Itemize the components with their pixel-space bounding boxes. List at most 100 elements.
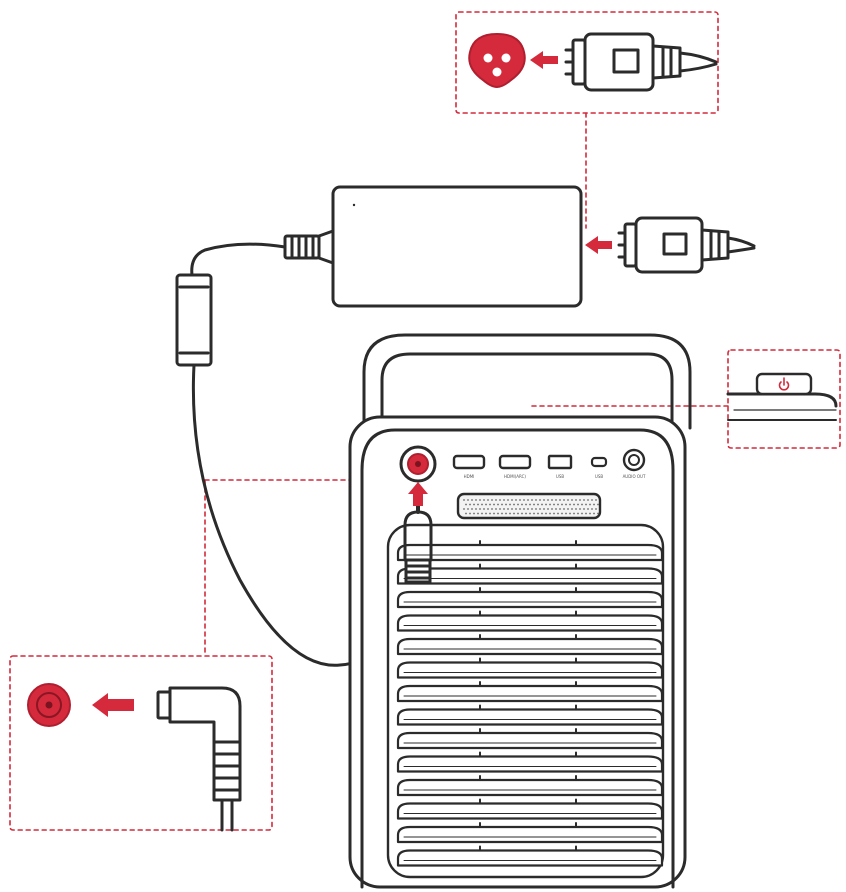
mesh-dot (559, 499, 561, 501)
mesh-dot (521, 503, 523, 506)
mesh-dot (573, 512, 575, 515)
speaker-mesh (463, 499, 599, 515)
power-adapter (283, 185, 583, 308)
mesh-dot (477, 503, 479, 506)
mesh-dot (563, 499, 565, 501)
vent-fin (396, 657, 664, 679)
mesh-dot (513, 512, 515, 515)
mesh-dot (497, 503, 499, 506)
mesh-dot (483, 508, 485, 510)
port-label: USB (595, 474, 603, 479)
vent-fin (396, 845, 664, 867)
mesh-dot (519, 508, 521, 510)
mesh-dot (557, 503, 559, 506)
mesh-dot (553, 503, 555, 506)
audio-out-port (622, 448, 646, 472)
mesh-dot (555, 499, 557, 501)
mesh-dot (493, 503, 495, 506)
mesh-dot (473, 503, 475, 506)
arrow-left-icon (530, 51, 558, 69)
mesh-dot (573, 503, 575, 506)
mesh-dot (545, 512, 547, 515)
mesh-dot (479, 499, 481, 501)
mesh-dot (491, 499, 493, 501)
mesh-dot (473, 512, 475, 515)
mesh-dot (519, 499, 521, 501)
mesh-dot (543, 499, 545, 501)
mesh-dot (575, 499, 577, 501)
vent-fin (396, 775, 664, 797)
mesh-dot (581, 512, 583, 515)
mesh-dot (529, 512, 531, 515)
mesh-dot (531, 499, 533, 501)
mesh-dot (503, 508, 505, 510)
mesh-dot (575, 508, 577, 510)
mesh-dot (465, 512, 467, 515)
dc-barrel-plug-icon (156, 686, 242, 832)
mesh-dot (471, 499, 473, 501)
mesh-dot (537, 503, 539, 506)
vent-fin (396, 610, 664, 632)
mesh-dot (469, 512, 471, 515)
dc-plug-callout (9, 655, 273, 832)
ac-plug-icon (564, 32, 718, 92)
mesh-dot (511, 499, 513, 501)
mesh-dot (477, 512, 479, 515)
mesh-dot (551, 508, 553, 510)
mesh-dot (593, 503, 595, 506)
mesh-dot (515, 508, 517, 510)
mesh-dot (541, 503, 543, 506)
mesh-dot (597, 503, 599, 506)
mesh-dot (525, 503, 527, 506)
mesh-dot (561, 512, 563, 515)
dc-connector-device (403, 498, 433, 584)
projector-handle (362, 333, 692, 430)
hdmi-arc-port (498, 454, 532, 470)
mesh-dot (591, 499, 593, 501)
mesh-dot (495, 508, 497, 510)
mesh-dot (545, 503, 547, 506)
vent-fin (396, 587, 664, 609)
mesh-dot (501, 512, 503, 515)
mesh-dot (517, 512, 519, 515)
mesh-dot (591, 508, 593, 510)
mesh-dot (503, 499, 505, 501)
vent-fin (396, 751, 664, 773)
mesh-dot (577, 503, 579, 506)
mesh-dot (467, 499, 469, 501)
mesh-dot (485, 512, 487, 515)
vent-fin (396, 681, 664, 703)
mesh-dot (513, 503, 515, 506)
dc-port-icon (27, 683, 71, 727)
vent-fins (396, 540, 664, 867)
mesh-dot (539, 508, 541, 510)
mesh-dot (579, 508, 581, 510)
mesh-dot (537, 512, 539, 515)
mesh-dot (581, 503, 583, 506)
mesh-dot (481, 512, 483, 515)
port-label: AUDIO OUT (623, 474, 646, 479)
mesh-dot (525, 512, 527, 515)
mesh-dot (535, 508, 537, 510)
mesh-dot (587, 499, 589, 501)
mesh-dot (523, 499, 525, 501)
mesh-dot (515, 499, 517, 501)
vent-fin (396, 822, 664, 844)
vent-fin (396, 704, 664, 726)
mesh-dot (579, 499, 581, 501)
port-panel (399, 445, 646, 483)
port-label: USB (556, 474, 564, 479)
mesh-dot (587, 508, 589, 510)
usb-port (547, 454, 573, 470)
mesh-dot (563, 508, 565, 510)
mesh-dot (585, 503, 587, 506)
mesh-dot (597, 512, 599, 515)
mesh-dot (531, 508, 533, 510)
mesh-dot (535, 499, 537, 501)
arrow-left-icon (585, 236, 612, 254)
mesh-dot (547, 499, 549, 501)
mesh-dot (529, 503, 531, 506)
mesh-dot (485, 503, 487, 506)
mesh-dot (569, 503, 571, 506)
